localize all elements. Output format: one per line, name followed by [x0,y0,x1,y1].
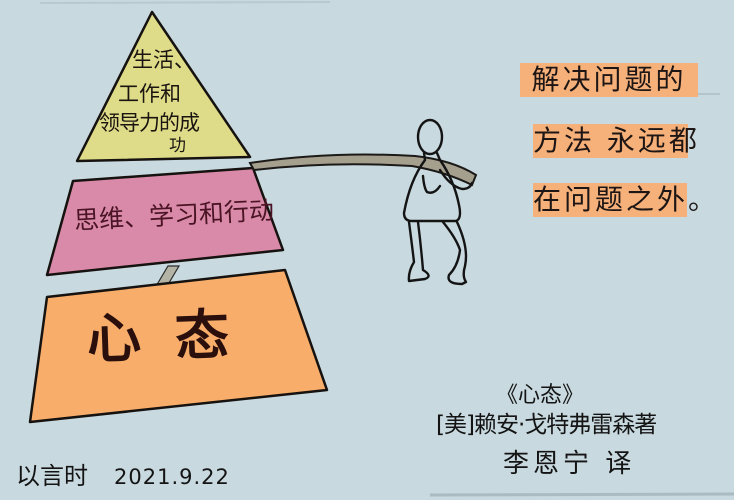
figure-head [416,118,444,156]
artist-signature: 以言时 [16,462,88,490]
book-author: [美]赖安·戈特弗雷森著 [436,412,657,438]
book-translator: 李恩宁 译 [503,449,636,479]
figure-body [402,151,462,223]
pyramid-bottom-trapezoid [28,268,329,424]
pyramid-top-triangle [75,10,252,163]
stick-figure-pulling-rope-icon [402,118,474,286]
figure-right-leg [441,220,468,286]
pyramid-top-line-4: 功 [169,136,186,156]
pyramid-top-line-2: 工作和 [118,82,181,106]
book-title: 《心态》 [496,383,585,408]
paper-edge-top [39,1,331,4]
pyramid-top-line-1: 生活、 [132,48,195,72]
figure-left-arm [421,174,442,194]
pyramid-middle-trapezoid [45,166,285,277]
quote-line-3: 在问题之外。 [533,183,720,217]
pyramid-top-line-3: 领导力的成 [99,111,200,135]
quote-line-1: 解决问题的 [520,63,698,97]
quote-line-2: 方法 永远都 [533,124,700,158]
pyramid-bottom-label: 心态 [85,301,265,372]
paper-edge-bottom [429,492,734,497]
drawing-date: 2021.9.22 [114,465,230,489]
figure-left-leg [407,220,430,283]
figure-right-arm [438,168,474,191]
rope [248,153,478,187]
